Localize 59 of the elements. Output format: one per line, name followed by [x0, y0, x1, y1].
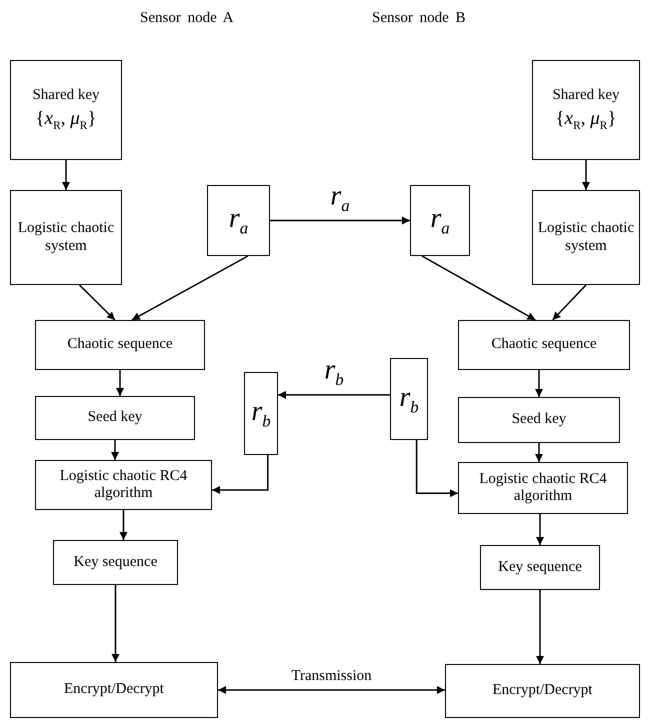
variable-box: [207, 185, 270, 256]
arrow: [78, 284, 116, 321]
arrow: [212, 455, 269, 494]
variable-label: r$_{b}$: [399, 382, 419, 416]
node-text: {x$_{R}$, μ$_{R}$}: [556, 108, 616, 134]
process-box: [10, 60, 122, 160]
arrow: [582, 160, 590, 190]
variable-label: r$_{a}$: [430, 203, 450, 238]
arrow: [120, 510, 128, 540]
variable-label: r$_{a}$: [228, 203, 248, 238]
process-box: [10, 662, 218, 718]
process-box: [10, 190, 122, 285]
node-text: Seed key: [88, 409, 142, 427]
node-text: Encrypt/Decrypt: [492, 682, 592, 700]
node-text: Logistic chaotic system: [16, 220, 116, 255]
node-text: Chaotic sequence: [67, 336, 173, 354]
process-box: [480, 545, 600, 590]
variable-label: r$_{b}$: [251, 396, 271, 431]
node-text: Key sequence: [498, 558, 582, 576]
process-box: [532, 60, 640, 160]
process-box: [458, 462, 628, 514]
arrow: [535, 443, 543, 462]
arrow: [111, 440, 119, 460]
arrow: [535, 370, 543, 397]
arrow: [422, 255, 536, 321]
arrow: [536, 514, 544, 545]
arrow: [552, 284, 587, 321]
variable-box: [410, 185, 470, 256]
process-box: [532, 190, 640, 285]
node-text: Seed key: [512, 411, 566, 429]
node-text: Shared key: [32, 86, 100, 104]
arrow: [270, 216, 410, 224]
process-box: [35, 396, 195, 440]
variable-box: [390, 358, 428, 440]
column-heading: Sensor node B: [372, 10, 466, 27]
process-box: [458, 397, 620, 443]
process-box: [35, 320, 205, 370]
node-text: Key sequence: [74, 554, 158, 572]
node-text: Logistic chaotic RC4 algorithm: [478, 470, 608, 506]
arrow: [416, 440, 458, 498]
node-text: Chaotic sequence: [491, 336, 597, 354]
node-text: Shared key: [552, 86, 620, 104]
process-box: [35, 460, 212, 510]
process-box: [53, 540, 178, 585]
node-text: Logistic chaotic system: [537, 220, 635, 255]
arrow: [278, 390, 390, 399]
node-text: Encrypt/Decrypt: [64, 681, 164, 699]
arrow: [536, 590, 544, 664]
process-box: [445, 664, 640, 718]
arrow: [112, 585, 120, 662]
arrow: [116, 370, 124, 396]
process-box: [458, 320, 630, 370]
arrow: [218, 686, 445, 694]
arrow: [62, 160, 70, 190]
column-heading: Sensor node A: [140, 10, 234, 27]
variable-box: [244, 372, 278, 455]
arrow: [132, 255, 248, 321]
node-text: Logistic chaotic RC4 algorithm: [58, 468, 188, 502]
node-text: {x$_{R}$, μ$_{R}$}: [36, 108, 96, 134]
